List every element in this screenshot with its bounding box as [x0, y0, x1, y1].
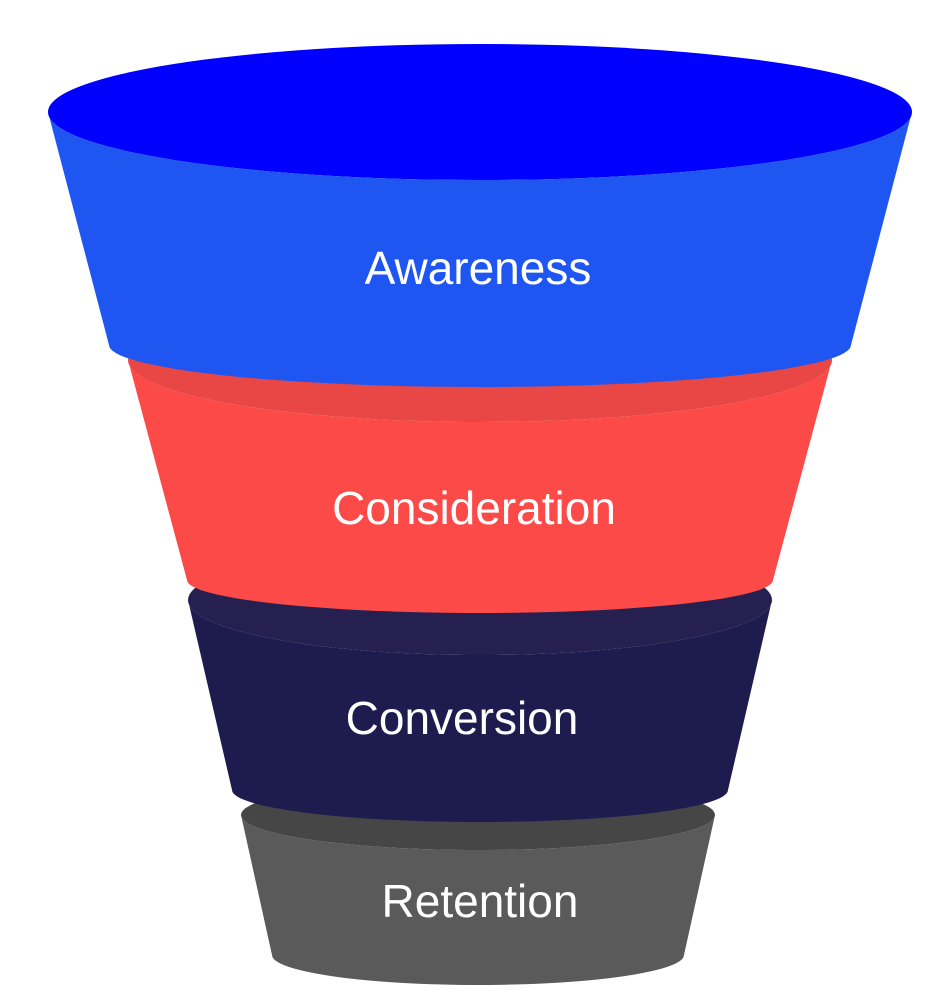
awareness-top-ellipse	[48, 44, 912, 180]
funnel-stage-awareness: Awareness	[48, 44, 912, 387]
conversion-body	[188, 600, 772, 822]
awareness-label: Awareness	[365, 242, 592, 294]
consideration-label: Consideration	[332, 482, 616, 534]
retention-label: Retention	[382, 875, 579, 927]
conversion-label: Conversion	[346, 692, 579, 744]
consideration-body	[128, 360, 832, 613]
awareness-body	[48, 112, 912, 387]
retention-body	[241, 815, 715, 985]
